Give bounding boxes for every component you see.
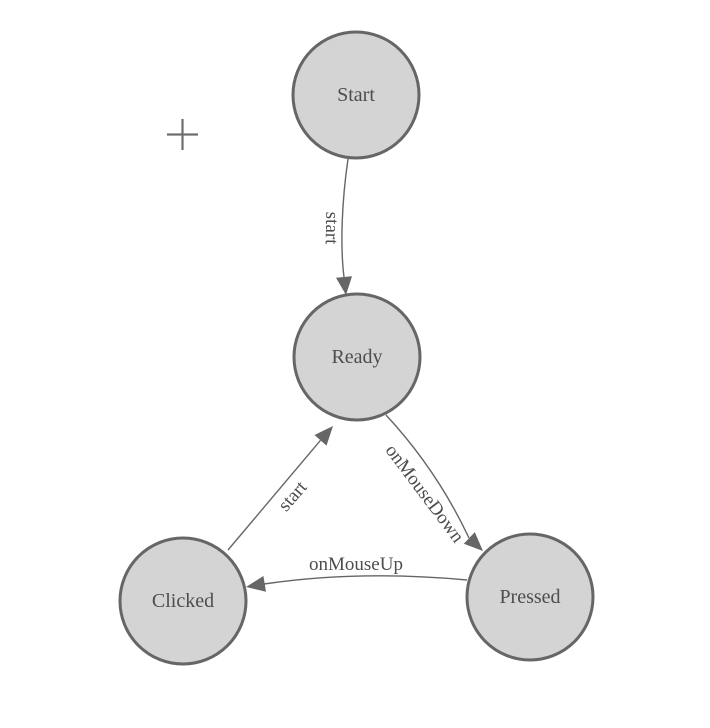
arrowhead-icon (246, 576, 266, 592)
edge-pressed-to-clicked[interactable]: onMouseUp (246, 554, 468, 592)
node-start[interactable]: Start (291, 30, 421, 160)
node-ready-circle[interactable] (292, 292, 422, 422)
node-clicked[interactable]: Clicked (118, 536, 248, 666)
node-pressed-label: Pressed (499, 586, 560, 608)
node-pressed[interactable]: Pressed (465, 532, 595, 662)
edge-line[interactable] (341, 158, 349, 278)
edge-ready-to-pressed[interactable]: onMouseDown (381, 414, 483, 551)
edge-label-start-to-ready: start (321, 212, 343, 246)
edge-line[interactable] (227, 439, 322, 551)
edge-line[interactable] (263, 575, 468, 585)
edge-label-pressed-to-clicked: onMouseUp (309, 554, 403, 575)
edge-start-to-ready[interactable]: start (321, 158, 352, 295)
arrowhead-icon (336, 276, 352, 295)
node-clicked-label: Clicked (152, 590, 214, 612)
edge-label-ready-to-pressed: onMouseDown (381, 441, 469, 548)
node-ready-label: Ready (331, 346, 382, 368)
crosshair-cursor-icon (167, 119, 198, 150)
node-clicked-circle[interactable] (118, 536, 248, 666)
node-ready[interactable]: Ready (292, 292, 422, 422)
edge-clicked-to-ready[interactable]: start (227, 426, 333, 551)
arrowhead-icon (314, 426, 333, 446)
node-start-label: Start (337, 84, 375, 106)
edge-line[interactable] (385, 414, 470, 539)
node-pressed-circle[interactable] (465, 532, 595, 662)
edge-label-clicked-to-ready: start (274, 477, 312, 516)
arrowhead-icon (463, 532, 483, 551)
node-start-circle[interactable] (291, 30, 421, 160)
